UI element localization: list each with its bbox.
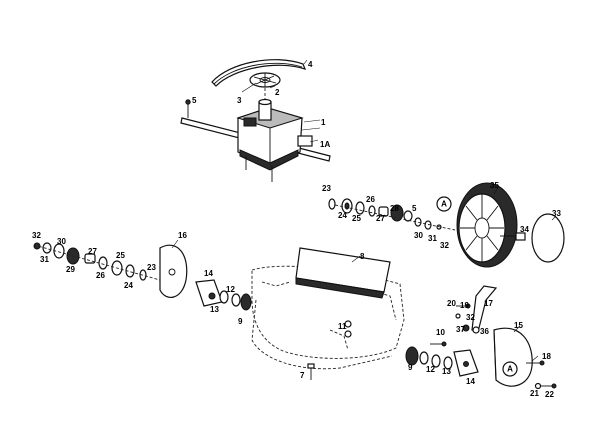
label-30: 30: [57, 237, 66, 246]
label-13: 13: [210, 305, 219, 314]
wheel-bolt: [500, 232, 526, 241]
rear-wheel: [456, 182, 518, 268]
label-24: 24: [124, 281, 133, 290]
callout-a-right: A: [436, 196, 452, 212]
deck-bolt-11: [344, 320, 352, 338]
label-7: 7: [300, 371, 305, 380]
label-14: 14: [204, 269, 213, 278]
left-wheel-disc: [159, 244, 188, 298]
gearbox: [236, 98, 313, 182]
label-4: 4: [308, 60, 313, 69]
label-3: 3: [237, 96, 242, 105]
right-bushings: [405, 346, 453, 370]
lever-small-parts: [430, 303, 557, 390]
callout-a-lower: A: [502, 361, 518, 377]
label-1a: 1A: [320, 140, 330, 149]
label-25: 25: [352, 214, 361, 223]
screw-7: [307, 363, 315, 380]
label-14: 14: [466, 377, 475, 386]
label-12: 12: [226, 285, 235, 294]
label-31: 31: [40, 255, 49, 264]
label-26: 26: [96, 271, 105, 280]
label-2: 2: [275, 88, 280, 97]
label-12: 12: [426, 365, 435, 374]
label-23: 23: [147, 263, 156, 272]
label-37: 37: [456, 325, 465, 334]
label-21: 21: [530, 389, 539, 398]
left-bracket: [195, 279, 223, 307]
label-29: 29: [66, 265, 75, 274]
pulley: [249, 72, 281, 88]
label-34: 34: [520, 225, 529, 234]
hub-cap: [531, 213, 565, 263]
label-36: 36: [480, 327, 489, 336]
label-15: 15: [514, 321, 523, 330]
lever-bolt: [185, 99, 191, 118]
label-30: 30: [414, 231, 423, 240]
label-22: 22: [545, 390, 554, 399]
label-35: 35: [490, 181, 499, 190]
right-bracket: [453, 349, 479, 377]
label-9: 9: [238, 317, 243, 326]
label-1: 1: [321, 118, 326, 127]
right-hub-parts: [328, 198, 456, 231]
right-wheel-disc: [493, 327, 533, 387]
label-10: 10: [436, 328, 445, 337]
label-17: 17: [484, 299, 493, 308]
left-bushings: [219, 290, 252, 311]
label-5: 5: [192, 96, 197, 105]
left-hub-parts: [33, 242, 161, 281]
label-20: 20: [447, 299, 456, 308]
label-26: 26: [366, 195, 375, 204]
drive-belt: [211, 59, 307, 87]
callout-a-label: A: [441, 200, 447, 209]
label-32: 32: [440, 241, 449, 250]
label-19: 19: [460, 301, 469, 310]
label-27: 27: [376, 214, 385, 223]
label-28: 28: [390, 204, 399, 213]
label-9: 9: [408, 363, 413, 372]
part-number-labels: 1 1A 2 3 4 5 5 7 8 9 9 10 11 12 12 13 13…: [32, 60, 561, 399]
label-16: 16: [178, 231, 187, 240]
label-32: 32: [466, 313, 475, 322]
label-32: 32: [32, 231, 41, 240]
label-27: 27: [88, 247, 97, 256]
leader-lines: [171, 59, 557, 362]
label-33: 33: [552, 209, 561, 218]
label-23: 23: [322, 184, 331, 193]
label-13: 13: [442, 367, 451, 376]
key-pin: [241, 82, 257, 93]
label-11: 11: [338, 322, 347, 331]
label-5: 5: [412, 204, 417, 213]
label-31: 31: [428, 234, 437, 243]
label-24: 24: [338, 211, 347, 220]
callout-a-label: A: [507, 365, 513, 374]
label-18: 18: [542, 352, 551, 361]
height-lever: [471, 285, 498, 333]
grass-deflector: [295, 247, 391, 299]
label-8: 8: [360, 252, 365, 261]
label-25: 25: [116, 251, 125, 260]
